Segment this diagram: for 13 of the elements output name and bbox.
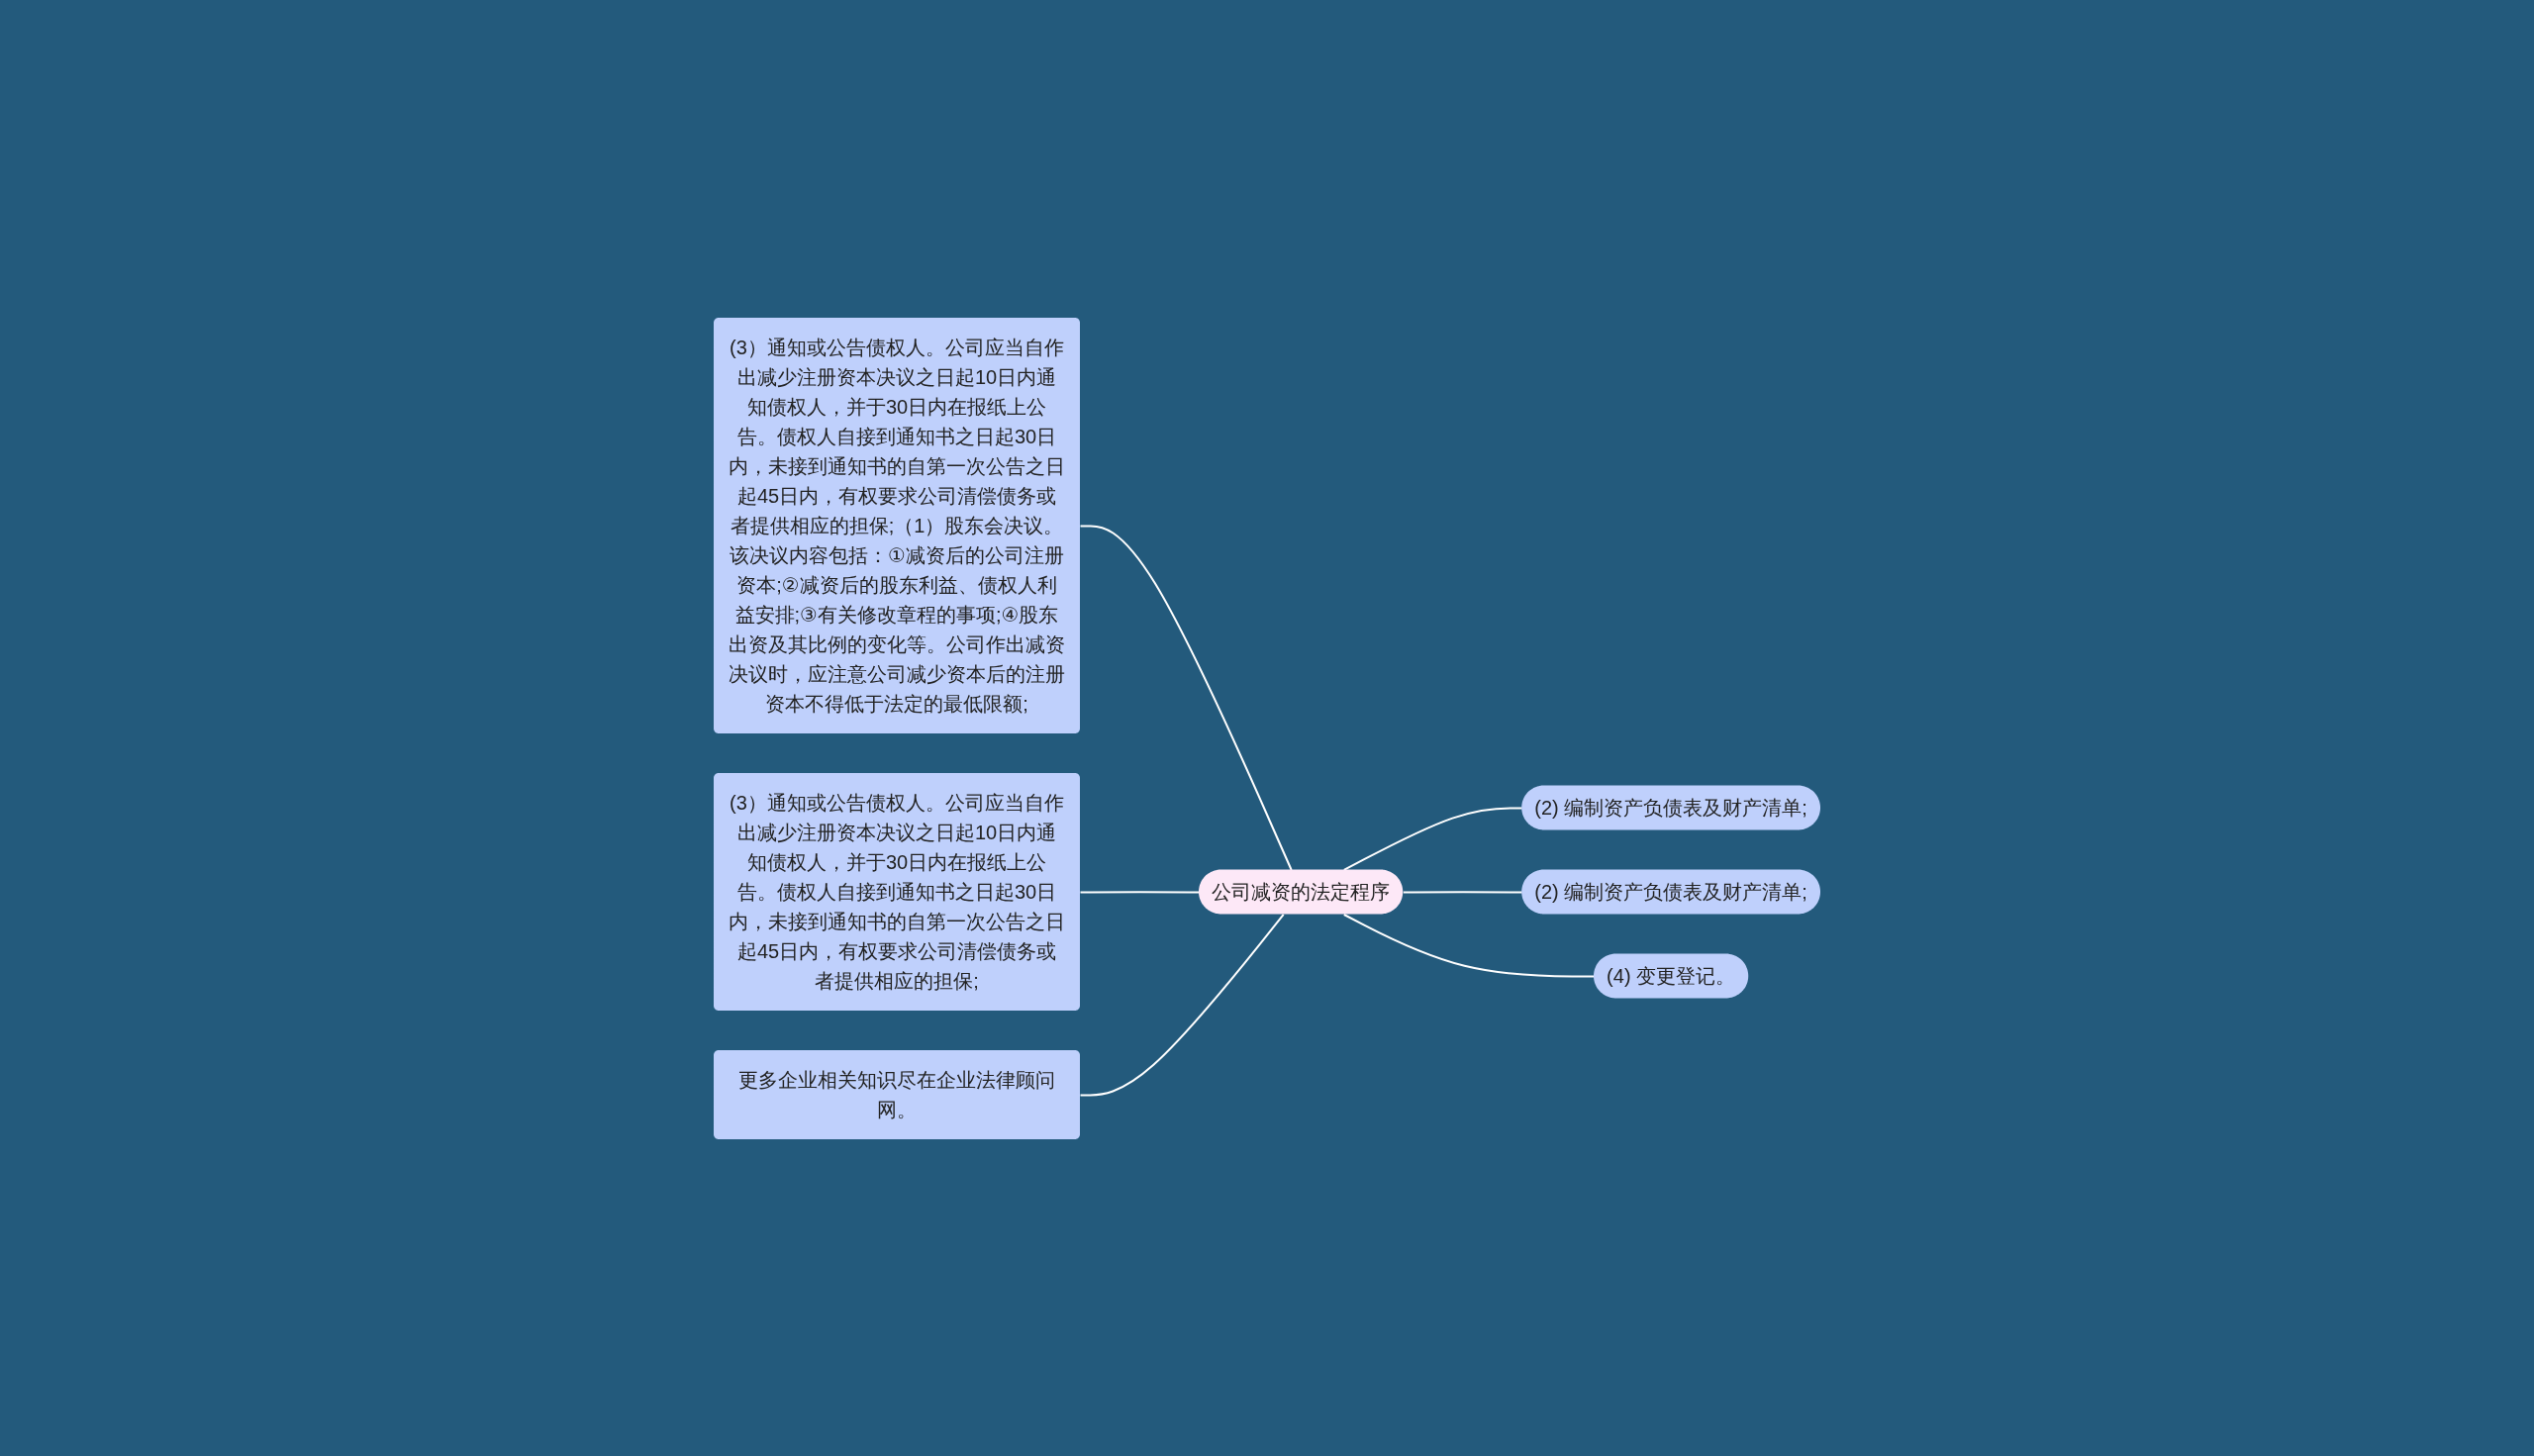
node-box: (2) 编制资产负债表及财产清单;: [1521, 785, 1820, 829]
node-box: (3）通知或公告债权人。公司应当自作出减少注册资本决议之日起10日内通知债权人，并于30日内在报纸上公告。债权人自接到通知书之日起30日内，未接到通知书的自第一次公告之日起45日内，有权要求公司清偿债务或者提供相应的担保;: [714, 772, 1080, 1011]
connector: [1079, 524, 1293, 871]
connector: [1079, 913, 1285, 1096]
connector: [1342, 806, 1523, 871]
connector: [1402, 890, 1523, 893]
node-box: (3）通知或公告债权人。公司应当自作出减少注册资本决议之日起10日内通知债权人，并于30日内在报纸上公告。债权人自接到通知书之日起30日内，未接到通知书的自第一次公告之日起45日内，有权要求公司清偿债务或者提供相应的担保;（1）股东会决议。该决议内容包括：①减资后的公司注册资本;②减资后的股东利益、债权人利益安排;③有关修改章程的事项;④股东出资及其比例的变化等。公司作出减资决议时，应注意公司减少资本后的注册资本不得低于法定的最低限额;: [714, 317, 1080, 733]
connector: [1342, 913, 1596, 977]
node-box: 公司减资的法定程序: [1199, 869, 1404, 914]
node-box: (2) 编制资产负债表及财产清单;: [1521, 869, 1820, 914]
node-box: 更多企业相关知识尽在企业法律顾问网。: [714, 1049, 1080, 1139]
node-box: (4) 变更登记。: [1594, 953, 1749, 998]
connector: [1079, 890, 1201, 893]
